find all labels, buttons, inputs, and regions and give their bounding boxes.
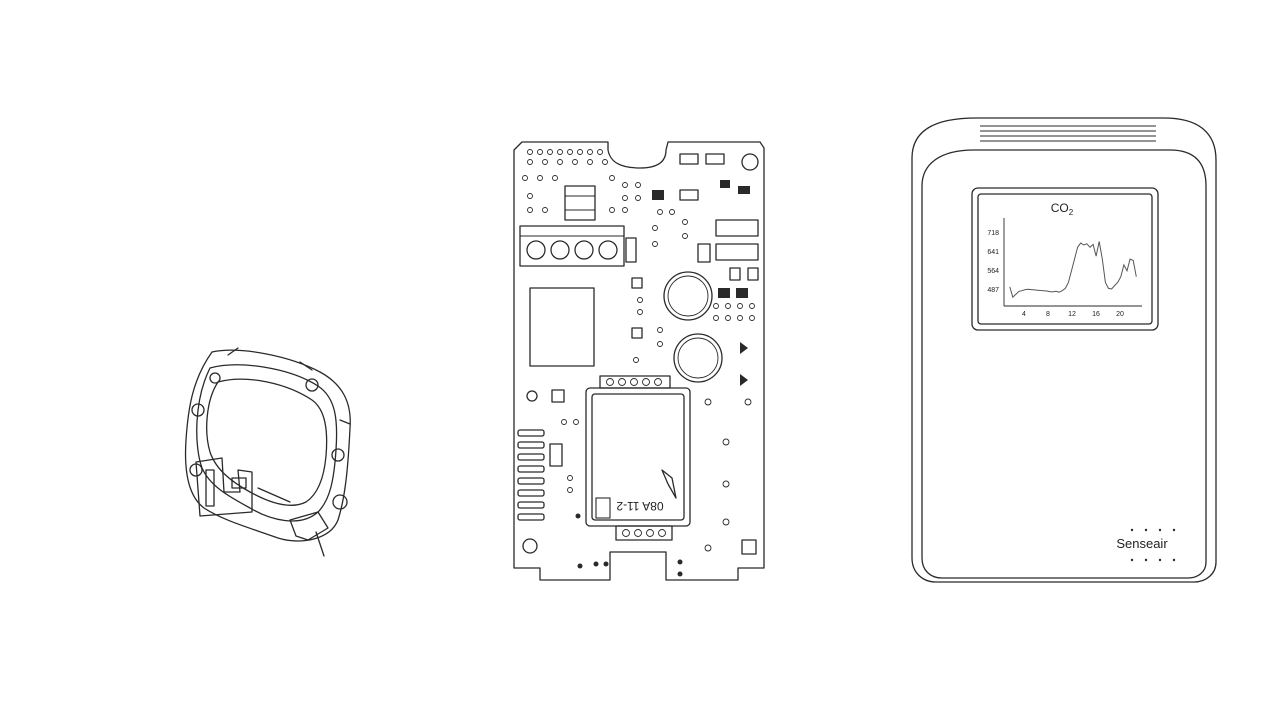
brand-label: Senseair [1116,536,1168,551]
y-tick-label: 487 [987,287,999,294]
screen-x-axis: 4 8 12 16 20 [1004,305,1142,318]
screen-title: CO2 [1051,201,1074,217]
x-tick-label: 20 [1116,311,1124,318]
co2-trend-line [1009,241,1137,299]
y-tick-label: 641 [987,249,999,256]
speaker-dots [1130,528,1176,562]
x-tick-label: 8 [1046,311,1050,318]
chip-marking: 08A 11-2 [616,499,663,513]
screen-y-axis: 718 641 564 487 [987,218,1005,306]
y-tick-label: 718 [987,230,999,237]
vent-slots [980,125,1156,142]
x-tick-label: 4 [1022,311,1026,318]
x-tick-label: 16 [1092,311,1100,318]
sensor-cell [184,347,351,557]
x-tick-label: 12 [1068,311,1076,318]
display-unit: CO2 718 641 564 487 4 8 12 16 20 Senseai… [911,117,1217,583]
circuit-board: 08A 11-2 [513,141,765,581]
y-tick-label: 564 [987,268,999,275]
